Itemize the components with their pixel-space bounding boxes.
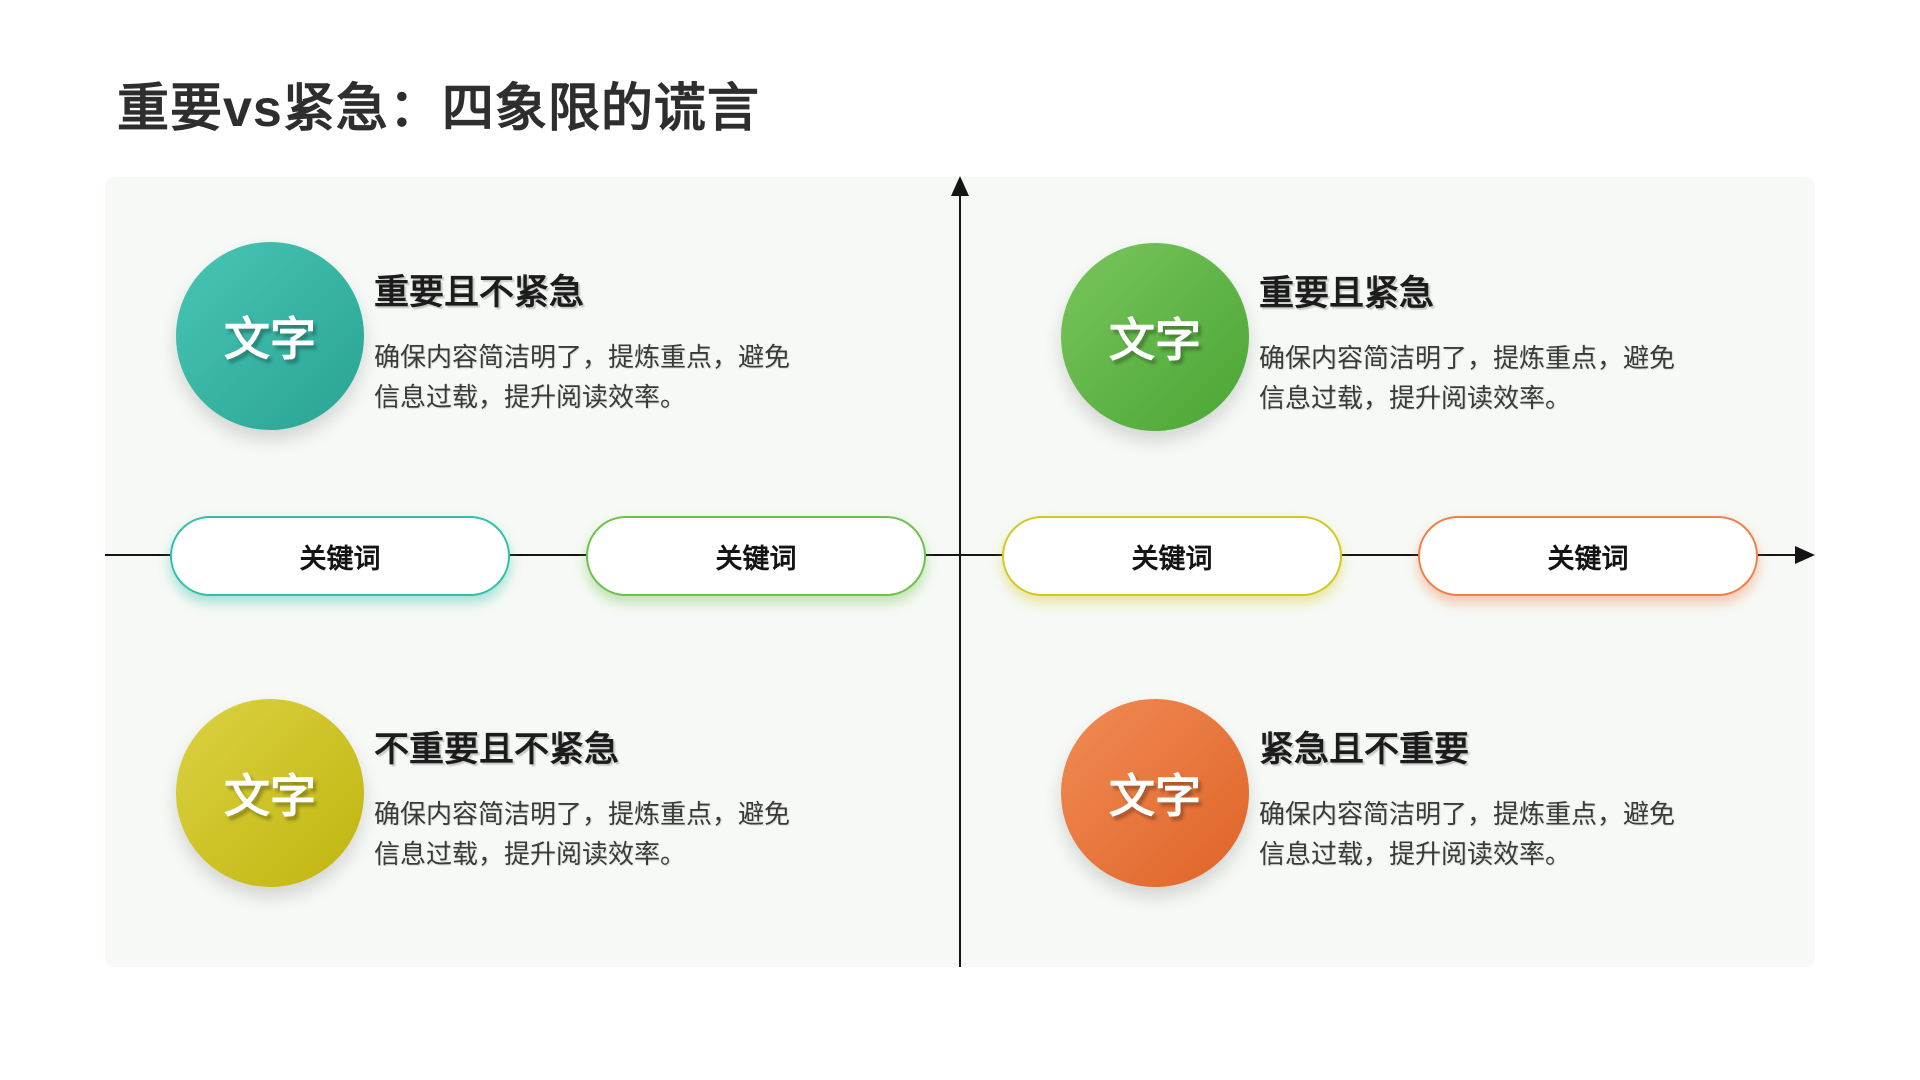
quadrant-text-block: 重要且不紧急 确保内容简洁明了，提炼重点，避免 信息过载，提升阅读效率。 <box>374 242 864 417</box>
keyword-label: 关键词 <box>1547 543 1629 574</box>
keyword-pill-green: 关键词 <box>586 516 926 596</box>
quadrant-heading: 紧急且不重要 <box>1259 730 1470 769</box>
horizontal-axis-line <box>105 554 1797 556</box>
quadrant-important-not-urgent: 文字 重要且不紧急 确保内容简洁明了，提炼重点，避免 信息过载，提升阅读效率。 <box>176 242 866 430</box>
quadrant-circle-green: 文字 <box>1061 243 1249 431</box>
quadrant-text-block: 紧急且不重要 确保内容简洁明了，提炼重点，避免 信息过载，提升阅读效率。 <box>1259 699 1749 874</box>
quadrant-circle-orange: 文字 <box>1061 699 1249 887</box>
quadrant-not-important-not-urgent: 文字 不重要且不紧急 确保内容简洁明了，提炼重点，避免 信息过载，提升阅读效率。 <box>176 699 866 887</box>
description-line-2: 信息过载，提升阅读效率。 <box>374 382 687 412</box>
vertical-axis-arrow-icon <box>951 176 969 196</box>
horizontal-axis-arrow-icon <box>1795 546 1815 564</box>
quadrant-circle-yellow: 文字 <box>176 699 364 887</box>
quadrant-heading: 重要且不紧急 <box>374 273 585 312</box>
description-line-2: 信息过载，提升阅读效率。 <box>1259 839 1572 869</box>
circle-label: 文字 <box>1109 314 1201 366</box>
quadrant-text-block: 重要且紧急 确保内容简洁明了，提炼重点，避免 信息过载，提升阅读效率。 <box>1259 243 1749 418</box>
description-line-2: 信息过载，提升阅读效率。 <box>374 839 687 869</box>
keyword-label: 关键词 <box>1131 543 1213 574</box>
keyword-pill-teal: 关键词 <box>170 516 510 596</box>
keyword-pill-yellow: 关键词 <box>1002 516 1342 596</box>
quadrant-text-block: 不重要且不紧急 确保内容简洁明了，提炼重点，避免 信息过载，提升阅读效率。 <box>374 699 864 874</box>
circle-label: 文字 <box>224 313 316 365</box>
quadrant-urgent-not-important: 文字 紧急且不重要 确保内容简洁明了，提炼重点，避免 信息过载，提升阅读效率。 <box>1061 699 1751 887</box>
description-line-1: 确保内容简洁明了，提炼重点，避免 <box>1259 343 1676 373</box>
description-line-1: 确保内容简洁明了，提炼重点，避免 <box>1259 799 1676 829</box>
quadrant-circle-teal: 文字 <box>176 242 364 430</box>
vertical-axis-line <box>959 194 961 967</box>
keyword-label: 关键词 <box>715 543 797 574</box>
circle-label: 文字 <box>224 770 316 822</box>
quadrant-description: 确保内容简洁明了，提炼重点，避免 信息过载，提升阅读效率。 <box>1259 794 1749 874</box>
keyword-pill-orange: 关键词 <box>1418 516 1758 596</box>
description-line-1: 确保内容简洁明了，提炼重点，避免 <box>374 799 791 829</box>
quadrant-important-urgent: 文字 重要且紧急 确保内容简洁明了，提炼重点，避免 信息过载，提升阅读效率。 <box>1061 243 1751 431</box>
quadrant-heading: 重要且紧急 <box>1259 274 1435 313</box>
description-line-2: 信息过载，提升阅读效率。 <box>1259 383 1572 413</box>
keyword-label: 关键词 <box>299 543 381 574</box>
description-line-1: 确保内容简洁明了，提炼重点，避免 <box>374 342 791 372</box>
quadrant-description: 确保内容简洁明了，提炼重点，避免 信息过载，提升阅读效率。 <box>374 794 864 874</box>
quadrant-description: 确保内容简洁明了，提炼重点，避免 信息过载，提升阅读效率。 <box>374 337 864 417</box>
circle-label: 文字 <box>1109 770 1201 822</box>
page-title: 重要vs紧急：四象限的谎言 <box>117 80 760 138</box>
quadrant-description: 确保内容简洁明了，提炼重点，避免 信息过载，提升阅读效率。 <box>1259 338 1749 418</box>
quadrant-heading: 不重要且不紧急 <box>374 730 620 769</box>
